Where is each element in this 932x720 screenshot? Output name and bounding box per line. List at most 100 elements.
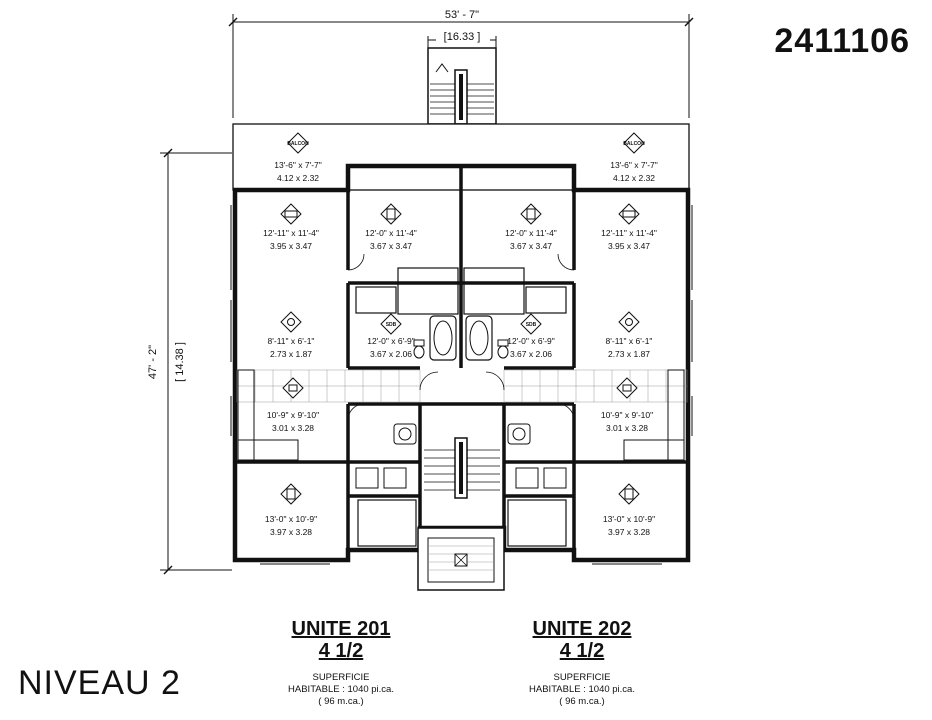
room-label-dining-right: 8'-11" x 6'-1" 2.73 x 1.87 bbox=[606, 311, 653, 359]
room-imperial-size: 12'-0" x 11'-4" bbox=[365, 228, 417, 238]
room-label-bedroom-left-top: 12'-0" x 11'-4" 3.67 x 3.47 bbox=[365, 203, 417, 251]
room-label-balcony-right: BALCON 13'-6" x 7'-7" 4.12 x 2.32 bbox=[610, 132, 658, 183]
stair-dimension: [16.33 ] bbox=[427, 29, 497, 48]
plan-number: 2411106 bbox=[774, 22, 910, 60]
bathroom-icon-text: SDB bbox=[386, 322, 397, 328]
unit-name: UNITE 201 bbox=[291, 618, 391, 640]
bathtub-left bbox=[429, 315, 457, 361]
room-label-kitchen-left: 10'-9" x 9'-10" 3.01 x 3.28 bbox=[267, 377, 319, 433]
room-metric-size: 2.73 x 1.87 bbox=[270, 349, 312, 359]
room-label-living-left: 12'-11" x 11'-4" 3.95 x 3.47 bbox=[263, 203, 319, 251]
entrance-stair bbox=[417, 527, 505, 591]
room-imperial-size: 10'-9" x 9'-10" bbox=[601, 410, 653, 420]
depth-dimension: 47' - 2" [ 14.38 ] bbox=[147, 148, 232, 575]
balcony-icon-text: BALCON bbox=[287, 141, 309, 147]
room-imperial-size: 13'-0" x 10'-9" bbox=[603, 514, 655, 524]
kitchen-icon bbox=[282, 377, 304, 399]
bathroom-icon: SDB bbox=[380, 313, 402, 335]
room-metric-size: 3.95 x 3.47 bbox=[608, 241, 650, 251]
kitchen-icon bbox=[616, 377, 638, 399]
unit-area-label: SUPERFICIE bbox=[312, 672, 370, 683]
room-label-bedroom-left-bottom: 13'-0" x 10'-9" 3.97 x 3.28 bbox=[265, 483, 317, 537]
balcony-icon: BALCON bbox=[623, 132, 645, 154]
laundry-left-icon bbox=[355, 467, 407, 489]
interior-stair bbox=[424, 437, 500, 499]
room-metric-size: 3.67 x 3.47 bbox=[510, 241, 552, 251]
unit-name: UNITE 202 bbox=[532, 618, 632, 640]
room-imperial-size: 8'-11" x 6'-1" bbox=[268, 336, 315, 346]
room-imperial-size: 13'-0" x 10'-9" bbox=[265, 514, 317, 524]
sofa-icon bbox=[618, 203, 640, 225]
depth-metric-label: [ 14.38 ] bbox=[174, 342, 186, 382]
room-metric-size: 2.73 x 1.87 bbox=[608, 349, 650, 359]
balcony-icon: BALCON bbox=[287, 132, 309, 154]
toilet-left-icon bbox=[413, 339, 425, 359]
room-imperial-size: 12'-0" x 6'-9" bbox=[367, 336, 415, 346]
kitchen-counter-right bbox=[623, 369, 685, 461]
depth-imperial-label: 47' - 2" bbox=[147, 345, 159, 379]
tiled-corridor bbox=[236, 369, 688, 403]
balcony-icon-text: BALCON bbox=[623, 141, 645, 147]
room-label-balcony-left: BALCON 13'-6" x 7'-7" 4.12 x 2.32 bbox=[274, 132, 322, 183]
closets bbox=[355, 267, 567, 547]
interior-walls bbox=[235, 166, 688, 550]
laundry-right-icon bbox=[515, 467, 567, 489]
bathtub-right bbox=[465, 315, 493, 361]
overall-width-label: 53' - 7" bbox=[445, 9, 479, 21]
room-imperial-size: 12'-11" x 11'-4" bbox=[263, 228, 319, 238]
sofa-icon bbox=[280, 203, 302, 225]
unit-type: 4 1/2 bbox=[318, 640, 364, 662]
room-imperial-size: 12'-0" x 11'-4" bbox=[505, 228, 557, 238]
plate-icon bbox=[618, 311, 640, 333]
room-metric-size: 3.97 x 3.28 bbox=[608, 527, 650, 537]
unit-area-metric: ( 96 m.ca.) bbox=[318, 696, 364, 707]
unit-summary-202: UNITE 202 4 1/2 SUPERFICIE HABITABLE : 1… bbox=[502, 618, 662, 708]
room-metric-size: 3.97 x 3.28 bbox=[270, 527, 312, 537]
washbasin-left-icon bbox=[393, 423, 417, 445]
room-metric-size: 3.67 x 2.06 bbox=[370, 349, 412, 359]
unit-area: SUPERFICIE HABITABLE : 1040 pi.ca. ( 96 … bbox=[261, 672, 421, 708]
unit-area-imperial: HABITABLE : 1040 pi.ca. bbox=[529, 684, 635, 695]
room-metric-size: 3.01 x 3.28 bbox=[272, 423, 314, 433]
room-label-bedroom-right-bottom: 13'-0" x 10'-9" 3.97 x 3.28 bbox=[603, 483, 655, 537]
unit-area-imperial: HABITABLE : 1040 pi.ca. bbox=[288, 684, 394, 695]
room-metric-size: 4.12 x 2.32 bbox=[613, 173, 655, 183]
plate-icon bbox=[280, 311, 302, 333]
room-metric-size: 3.67 x 2.06 bbox=[510, 349, 552, 359]
room-imperial-size: 13'-6" x 7'-7" bbox=[274, 160, 322, 170]
exterior-stair bbox=[427, 47, 497, 125]
bathroom-icon-text: SDB bbox=[526, 322, 537, 328]
room-imperial-size: 10'-9" x 9'-10" bbox=[267, 410, 319, 420]
room-label-bath-right: SDB 12'-0" x 6'-9" 3.67 x 2.06 bbox=[507, 313, 555, 359]
bed-icon bbox=[280, 483, 302, 505]
bed-icon bbox=[618, 483, 640, 505]
room-imperial-size: 12'-11" x 11'-4" bbox=[601, 228, 657, 238]
room-imperial-size: 12'-0" x 6'-9" bbox=[507, 336, 555, 346]
top-dimension: 53' - 7" bbox=[228, 7, 694, 118]
room-metric-size: 3.67 x 3.47 bbox=[370, 241, 412, 251]
room-metric-size: 3.95 x 3.47 bbox=[270, 241, 312, 251]
unit-area: SUPERFICIE HABITABLE : 1040 pi.ca. ( 96 … bbox=[502, 672, 662, 708]
level-title: NIVEAU 2 bbox=[18, 664, 181, 702]
door-swings bbox=[347, 253, 575, 421]
room-imperial-size: 8'-11" x 6'-1" bbox=[606, 336, 653, 346]
unit-area-metric: ( 96 m.ca.) bbox=[559, 696, 605, 707]
bed-icon bbox=[520, 203, 542, 225]
toilet-right-icon bbox=[497, 339, 509, 359]
room-label-dining-left: 8'-11" x 6'-1" 2.73 x 1.87 bbox=[268, 311, 315, 359]
washbasin-right-icon bbox=[507, 423, 531, 445]
unit-type: 4 1/2 bbox=[559, 640, 605, 662]
room-imperial-size: 13'-6" x 7'-7" bbox=[610, 160, 658, 170]
room-label-bath-left: SDB 12'-0" x 6'-9" 3.67 x 2.06 bbox=[367, 313, 415, 359]
unit-area-label: SUPERFICIE bbox=[553, 672, 611, 683]
stair-metric-label: [16.33 ] bbox=[444, 31, 481, 43]
room-label-living-right: 12'-11" x 11'-4" 3.95 x 3.47 bbox=[601, 203, 657, 251]
room-label-kitchen-right: 10'-9" x 9'-10" 3.01 x 3.28 bbox=[601, 377, 653, 433]
room-label-bedroom-right-top: 12'-0" x 11'-4" 3.67 x 3.47 bbox=[505, 203, 557, 251]
room-metric-size: 3.01 x 3.28 bbox=[606, 423, 648, 433]
bathroom-icon: SDB bbox=[520, 313, 542, 335]
bed-icon bbox=[380, 203, 402, 225]
unit-summary-201: UNITE 201 4 1/2 SUPERFICIE HABITABLE : 1… bbox=[261, 618, 421, 708]
windows bbox=[230, 205, 693, 565]
